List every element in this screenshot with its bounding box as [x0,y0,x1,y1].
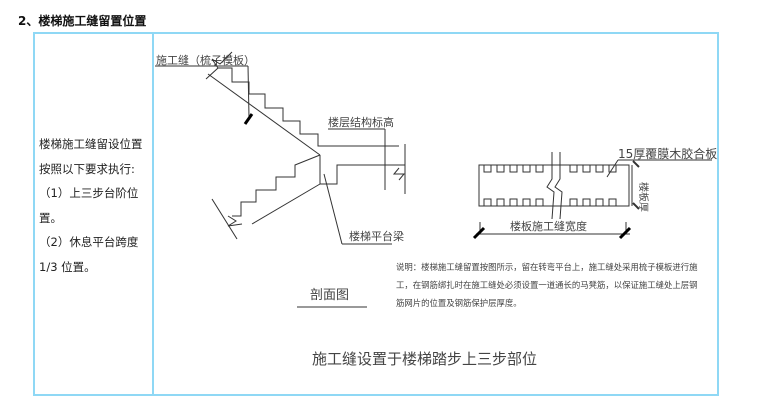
note-line: 说明：楼梯施工缝留置按图所示，留在转弯平台上，施工缝处采用梳子模板进行施 [396,262,698,272]
desc-line: 1/3 位置。 [39,259,96,274]
desc-line: （1）上三步台阶位 [39,186,139,200]
desc-line: 置。 [39,210,62,225]
left-description: 楼梯施工缝留设位置 按照以下要求执行: （1）上三步台阶位 置。 （2）休息平台… [39,132,149,279]
label-joint-width: 楼板施工缝宽度 [510,219,587,233]
column-divider [152,34,154,394]
note-line: 工，在钢筋绑扎时在施工缝处必须设置一道通长的马凳筋，以保证施工缝处上层钢 [396,280,698,290]
content-table: 楼梯施工缝留设位置 按照以下要求执行: （1）上三步台阶位 置。 （2）休息平台… [33,32,719,396]
section-view: 施工缝（梳子模板） 楼层结构标高 楼梯平台梁 剖面图 [155,51,406,308]
slab-joint-detail: 15厚覆膜木胶合板 楼板厚 楼板施工缝宽度 [472,146,717,240]
note-line: 筋网片的位置及钢筋保护层厚度。 [396,298,522,308]
label-joint: 施工缝（梳子模板） [156,53,255,67]
label-floor-elevation: 楼层结构标高 [328,115,394,129]
section-heading: 2、楼梯施工缝留置位置 [18,14,147,28]
desc-line: （2）休息平台跨度 [39,235,139,249]
drawing-caption: 施工缝设置于楼梯踏步上三步部位 [312,350,537,368]
label-platform-beam: 楼梯平台梁 [349,229,404,243]
label-plywood: 15厚覆膜木胶合板 [618,146,717,161]
note: 说明：楼梯施工缝留置按图所示，留在转弯平台上，施工缝处采用梳子模板进行施 工，在… [396,262,698,308]
label-slab-thickness: 楼板厚 [637,182,650,212]
label-section-view: 剖面图 [310,288,349,303]
stair-joint-drawing: 施工缝（梳子模板） 楼层结构标高 楼梯平台梁 剖面图 15厚覆膜木胶合板 楼板厚… [155,51,717,368]
desc-line: 按照以下要求执行: [39,161,135,176]
desc-line: 楼梯施工缝留设位置 [39,137,143,151]
